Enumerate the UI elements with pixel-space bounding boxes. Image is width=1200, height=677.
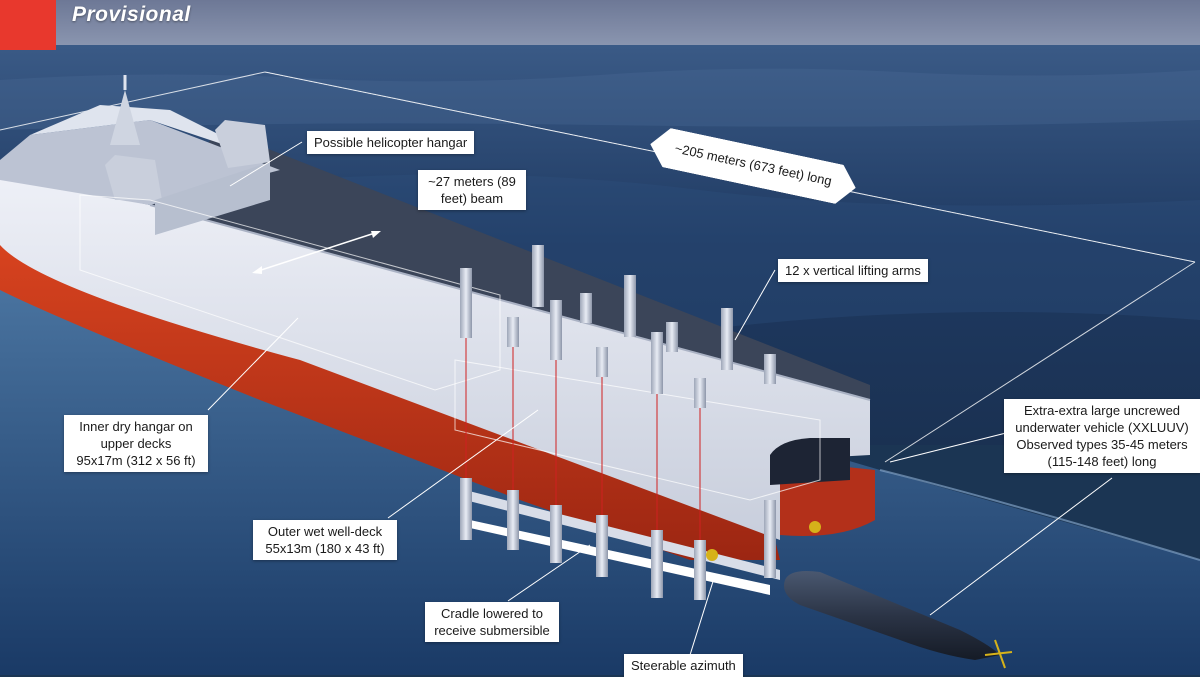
submersible	[784, 571, 1013, 669]
inner-hangar-outline	[79, 194, 501, 391]
length-extension-right	[884, 261, 1196, 463]
lifting-arm	[651, 332, 663, 394]
wet-well-outline	[454, 359, 821, 501]
lifting-arm	[596, 347, 608, 377]
lifting-arm-lower	[651, 530, 663, 598]
lifting-arm	[580, 293, 592, 323]
lifting-arm	[550, 300, 562, 360]
azimuth-thruster	[706, 549, 718, 561]
lifting-arm	[694, 378, 706, 408]
leader-lines	[207, 141, 1113, 656]
label-beam: ~27 meters (89 feet) beam	[418, 170, 526, 210]
lifting-arm	[721, 308, 733, 370]
page-title: Provisional	[72, 3, 191, 26]
waterline	[879, 469, 1200, 561]
lifting-arm	[460, 268, 472, 338]
funnel-1	[215, 120, 270, 168]
hull-white-side	[0, 175, 870, 540]
hangar-box	[155, 162, 270, 235]
lifting-arm-lower	[460, 478, 472, 540]
label-cradle: Cradle lowered to receive submersible	[425, 602, 559, 642]
lifting-arm	[764, 354, 776, 384]
lifting-arm-lower	[507, 490, 519, 550]
label-helicopter-hangar: Possible helicopter hangar	[307, 131, 475, 154]
mast	[110, 90, 140, 145]
deck-top-edge	[149, 204, 871, 401]
lifting-arm-lower	[550, 505, 562, 563]
header-accent-block	[0, 0, 56, 50]
length-extension-left	[0, 71, 266, 131]
main-deck	[150, 130, 870, 400]
label-azimuth: Steerable azimuth	[624, 654, 743, 677]
waves	[0, 68, 1200, 130]
lifting-arm-lower	[694, 540, 706, 600]
lifting-arms	[460, 245, 776, 600]
beam-arrowhead-right	[371, 231, 381, 238]
label-lifting-arms: 12 x vertical lifting arms	[778, 259, 928, 282]
superstructure-top	[30, 105, 270, 160]
funnel-2	[105, 155, 162, 200]
lifting-arm-lower	[764, 500, 776, 578]
label-xxluuv: Extra-extra large uncrewed underwater ve…	[1004, 399, 1200, 473]
lifting-arm	[666, 322, 678, 352]
azimuth-thruster	[809, 521, 821, 533]
lifting-arm	[532, 245, 544, 307]
label-wet-well-deck: Outer wet well-deck 55x13m (180 x 43 ft)	[253, 520, 397, 560]
lifting-arm	[624, 275, 636, 337]
beam-arrowhead-left	[252, 266, 262, 274]
label-inner-hangar: Inner dry hangar on upper decks 95x17m (…	[64, 415, 208, 472]
cables	[465, 338, 701, 540]
beam-arrow	[254, 231, 379, 273]
lifting-arm-lower	[596, 515, 608, 577]
lifting-arm	[507, 317, 519, 347]
stern-opening	[770, 438, 850, 485]
